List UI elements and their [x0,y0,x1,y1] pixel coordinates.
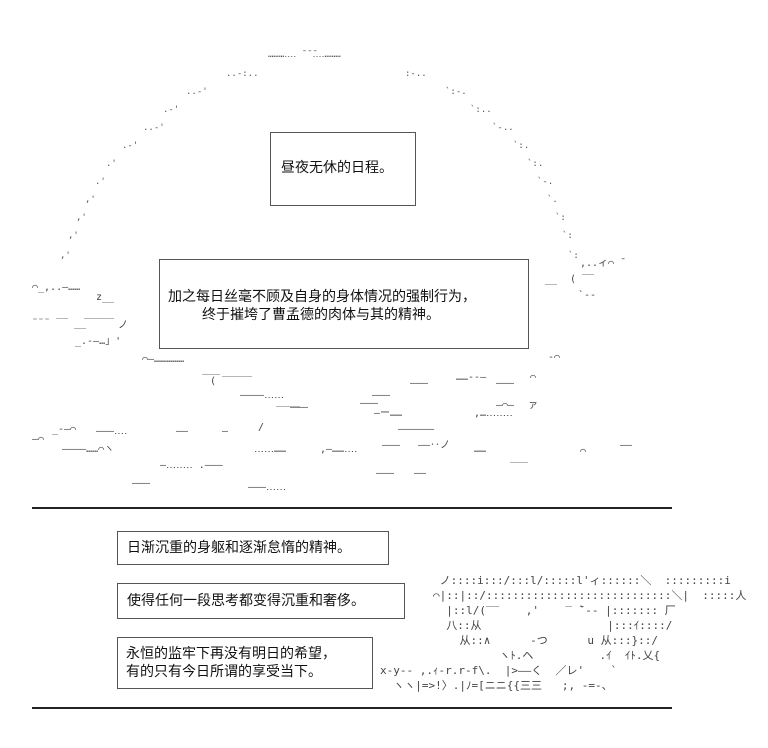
svg-text:`.: `. [547,194,558,205]
svg-text:( ‾‾‾‾‾: ( ‾‾‾‾‾ [210,376,253,387]
svg-text:――――……⌒ヽ: ――――……⌒ヽ [62,444,114,455]
svg-text:`-.: `-. [537,176,553,187]
caption-box-3: 日渐沉重的身躯和逐渐怠惰的精神。 [117,531,389,565]
caption-text-2b: 终于摧垮了曹孟德的肉体与其的精神。 [202,307,440,323]
aa-line: ヽﾄ.ヘ .ｲ ｲﾄ.乂{ [380,649,661,662]
divider-bottom [32,707,672,709]
svg-text:………‥‥ ̄ ̄ ̄‥‥………: ………‥‥ ̄ ̄ ̄‥‥……… [268,50,341,60]
svg-text:―⌒―: ―⌒― [496,400,515,411]
svg-text:―――: ――― [410,378,429,389]
svg-text:,―……‥‥: ,―……‥‥ [320,444,357,455]
caption-text-5a: 永恒的监牢下再没有明日的希望， [126,646,336,662]
svg-text:―――: ――― [382,440,401,451]
svg-text:-⌒: -⌒ [548,352,560,363]
aa-line: x-y-- ,.ｨ-r.r-f\. |>――く ／レ' ` [380,664,618,677]
caption-text-1: 昼夜无休的日程。 [281,160,393,176]
svg-text:⌒: ⌒ [580,446,586,457]
caption-box-4: 使得任何一段思考都变得沉重和奢侈。 [117,583,405,619]
dome-arc: ………‥‥ ̄ ̄ ̄‥‥……… ..-:.. :-.. ..-' `:-. .… [60,50,579,261]
svg-text:,': ,' [76,213,87,223]
svg-text:―: ― [222,426,229,437]
svg-text:――: ―― [620,440,633,451]
caption-text-2a: 加之每日丝毫不顾及自身的身体情况的强制行为， [168,289,476,305]
svg-text:..-:..: ..-:.. [226,69,259,79]
svg-text:.-': .-' [163,105,179,115]
svg-text:―――‥‥‥: ―――‥‥‥ [248,482,286,493]
svg-text:―――‥‥: ―――‥‥ [96,426,127,437]
svg-text:_.-―…」': _.-―…」' [75,336,121,347]
svg-text:( ‾‾: ( ‾‾ [570,274,595,285]
svg-text:―――: ――― [290,402,309,413]
svg-text:‾‾‾‾: ‾‾‾‾ [276,406,301,417]
svg-text:`:: `: [562,230,573,241]
svg-text:‾‾‾: ‾‾‾ [510,462,529,473]
svg-text:―――: ――― [132,478,151,489]
svg-text:..-': ..-' [143,123,165,133]
svg-text:`:.: `:. [527,158,543,169]
svg-text:―――: ――― [372,390,391,401]
svg-text:.-': .-' [122,141,138,151]
svg-text:‥‥‥……: ‥‥‥…… [254,444,286,455]
svg-text:`:: `: [555,212,566,223]
svg-text:‾‾: ‾‾ [545,284,558,295]
caption-box-5: 永恒的监牢下再没有明日的希望， 有的只有今日所谓的享受当下。 [117,637,373,689]
svg-text::-..: :-.. [405,69,427,79]
caption-text-4: 使得任何一段思考都变得沉重和奢侈。 [127,593,365,609]
svg-text:`‐‐: `‐‐ [578,289,596,301]
svg-text:――‥ノ: ――‥ノ [418,440,450,451]
aa-line: ⌒|::|::/::::::::::::::::::::::::::::＼| :… [380,589,747,602]
svg-text:――: ―― [414,468,427,479]
caption-text-5b: 有的只有今日所谓的享受当下。 [126,664,322,680]
divider-top [32,507,672,509]
ascii-character-art: ノ::::i:::/:::l/:::::l'ィ::::::＼ :::::::::… [380,558,746,693]
svg-text:―‥‥‥‥ .―――: ―‥‥‥‥ .――― [160,460,224,471]
svg-text:,': ,' [60,251,71,261]
svg-text:¨¨¨ ‾‾ __: ¨¨¨ ‾‾ __ [32,318,87,329]
svg-text:……: …… [474,444,486,455]
caption-box-2: 加之每日丝毫不顾及自身的身体情况的强制行为， 终于摧垮了曹孟德的肉体与其的精神。 [159,259,529,349]
svg-text:,..ィ⌒ ̄: ,..ィ⌒ ̄ [580,258,625,269]
svg-text:――――――: ―――――― [398,424,435,435]
svg-text:`:.: `:. [513,140,529,151]
ground-debris: ⌒―…………… ___ ( ‾‾‾‾‾ -⌒ ⌒ ……‐‐― ――― ――― ―… [32,352,633,493]
caption-box-1: 昼夜无休的日程。 [270,132,416,206]
caption-text-3: 日渐沉重的身躯和逐渐怠惰的精神。 [127,540,351,556]
svg-text:―⌒: ―⌒ [32,434,44,445]
svg-text:/: / [258,422,264,433]
svg-text:z__: z__ [96,292,115,303]
svg-text:……‐‐―: ……‐‐― [456,372,487,383]
svg-text:..-': ..-' [186,87,208,97]
svg-text:`:..: `:.. [470,104,492,115]
aa-line: ヽヽ|=>!〉.|ﾉ=[ニニ{{三三 ;, -=-、 [380,679,613,692]
svg-text:,': ,' [85,195,96,205]
svg-text:,…‥‥‥‥: ,…‥‥‥‥ [474,408,513,419]
svg-text:――――‥‥‥: ――――‥‥‥ [240,390,284,401]
svg-text:―――: ――― [360,398,379,409]
svg-text:ァ: ァ [528,400,538,411]
svg-text:.': .' [95,177,106,187]
svg-text:――: ―― [176,426,189,437]
svg-text:―――: ――― [376,468,395,479]
aa-line: 八::从 |:::ｲ::::/ [380,619,673,632]
svg-text:,': ,' [68,231,79,241]
svg-text:⌒: ⌒ [530,372,536,383]
svg-text:⌒―……………: ⌒―…………… [142,354,184,365]
svg-text:`:: `: [568,250,579,261]
svg-text:_-―⌒: _-―⌒ [52,424,76,435]
svg-text:.': .' [106,159,117,169]
svg-text:⌒_,..―……: ⌒_,..―…… [32,282,80,293]
aa-line: ノ::::i:::/:::l/:::::l'ィ::::::＼ :::::::::… [380,574,731,587]
left-cloud: ⌒_,..―…… z__ ¨¨¨ ‾‾ __ ‾‾‾‾‾ ノ _.-―…」' [32,282,128,347]
svg-text:`:-.: `:-. [445,86,467,97]
svg-text:―――: ――― [496,378,515,389]
svg-text:ノ: ノ [118,320,128,331]
svg-text:`-..: `-.. [492,122,514,133]
svg-text:‾‾‾‾‾: ‾‾‾‾‾ [84,318,115,329]
aa-line: |::l/(‾‾ ,' ‾ ̄`-- |::::::: 厂 [380,604,676,617]
aa-line: 从::∧ ‐つ u 从:::}::/ [380,634,659,647]
svg-text:___: ___ [202,364,221,375]
right-cloud: ,..ィ⌒ ̄ ( ‾‾ ‾‾ `‐‐ [545,258,625,301]
svg-text:―ー……: ―ー…… [374,408,402,419]
